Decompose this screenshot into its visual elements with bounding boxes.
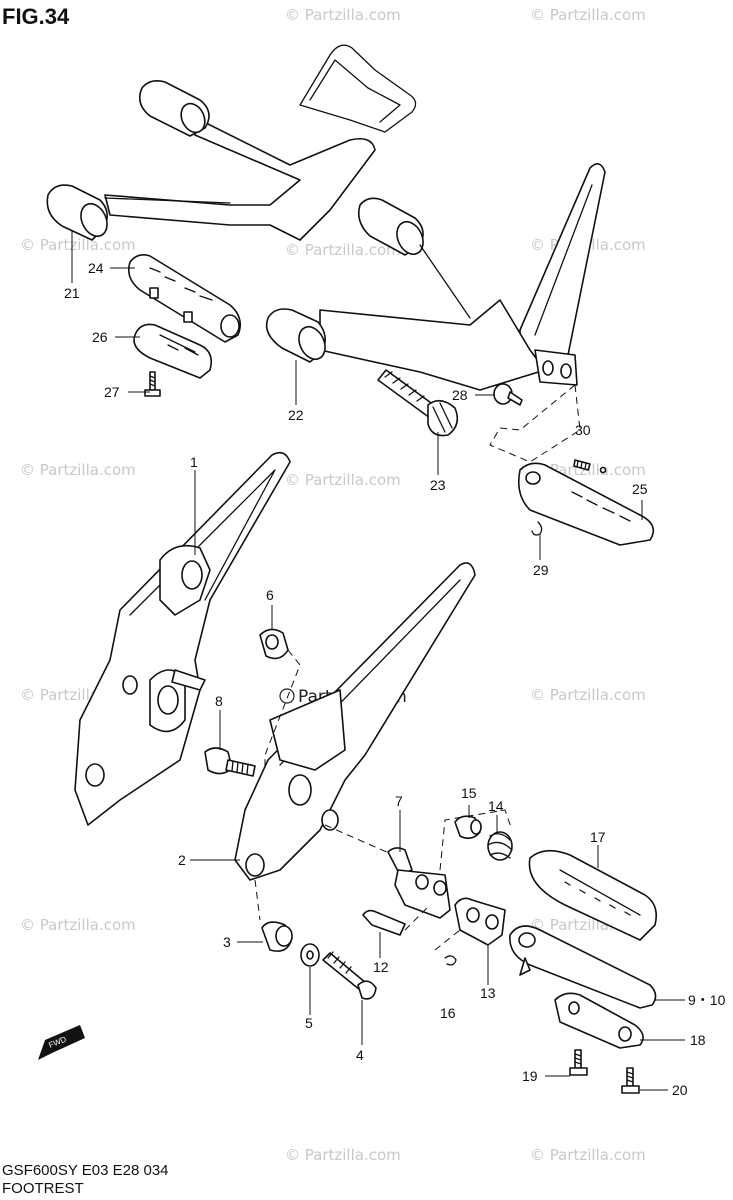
callout-3: 3: [223, 934, 231, 950]
callout-16: 17: [590, 829, 606, 845]
callout-20: 21: [64, 285, 80, 301]
callout-13: 14: [488, 798, 504, 814]
collar-3: [261, 921, 293, 952]
callout-5: 5: [305, 1015, 313, 1031]
callout-18: 19: [522, 1068, 538, 1084]
callout-27: 28: [452, 387, 468, 403]
watermark: © Partzilla.com: [285, 471, 401, 489]
figure-title: FIG.34: [2, 4, 70, 29]
callout-29: 30: [575, 422, 591, 438]
bracket-7: [387, 847, 451, 919]
bushing-14: [454, 815, 482, 840]
callout-23: 24: [88, 260, 104, 276]
callout-22: 23: [430, 477, 446, 493]
callout-15: 16: [440, 1005, 456, 1021]
footpeg-9-10: [509, 925, 657, 1009]
screw-19: [621, 1067, 640, 1094]
callout-19: 20: [672, 1082, 688, 1098]
callout-17: 18: [690, 1032, 706, 1048]
callout-28: 29: [533, 562, 549, 578]
footer-code: GSF600SY E03 E28 034: [2, 1162, 169, 1179]
watermark: © Partzilla.com: [285, 1146, 401, 1164]
washer-5: [300, 943, 320, 967]
spring-13: [487, 831, 513, 861]
footer-name: FOOTREST: [2, 1180, 84, 1197]
callout-12: 13: [480, 985, 496, 1001]
callout-11: 12: [373, 959, 389, 975]
washer-6: [259, 628, 289, 660]
rubber-16: [528, 849, 658, 941]
left-footrest-plate: [74, 451, 291, 826]
forward-arrow-icon: FWD: [38, 1025, 85, 1060]
callout-labels: 21 24 26 27 22 23 28 30 25 29 1 2 3 4 5 …: [64, 260, 726, 1098]
callout-8: 8: [215, 693, 223, 709]
plate-12: [454, 897, 506, 946]
watermark: © Partzilla.com: [530, 1146, 646, 1164]
screw-18: [569, 1049, 588, 1076]
watermark: © Partzilla.com: [530, 6, 646, 24]
callout-26: 27: [104, 384, 120, 400]
clip-15: [444, 955, 457, 966]
callout-9-10: 9・10: [688, 992, 726, 1008]
bolt-4: [322, 951, 377, 1000]
leader-lines: [71, 230, 685, 1091]
callout-2: 2: [178, 852, 186, 868]
pin-11: [362, 909, 406, 936]
upper-right-bracket-assembly: [265, 163, 655, 546]
callout-6: 6: [266, 587, 274, 603]
watermark: © Partzilla.com: [530, 686, 646, 704]
callout-4: 4: [356, 1047, 364, 1063]
plate-17: [554, 992, 644, 1049]
callout-21: 22: [288, 407, 304, 423]
callout-25: 26: [92, 329, 108, 345]
watermark: © Partzilla.com: [285, 6, 401, 24]
callout-14: 15: [461, 785, 477, 801]
watermark: © Partzilla.com: [20, 461, 136, 479]
center-footrest-plate: [234, 562, 476, 881]
watermark: © Partzilla.com: [20, 236, 136, 254]
watermark: © Partzilla.com: [20, 916, 136, 934]
bolt-8: [204, 747, 256, 777]
callout-7: 7: [395, 793, 403, 809]
callout-24: 25: [632, 481, 648, 497]
watermark: © Partzilla.com: [285, 241, 401, 259]
upper-left-bracket-assembly: [46, 44, 417, 397]
watermark-group: © Partzilla.com © Partzilla.com © Partzi…: [20, 6, 646, 1164]
callout-1: 1: [190, 454, 198, 470]
